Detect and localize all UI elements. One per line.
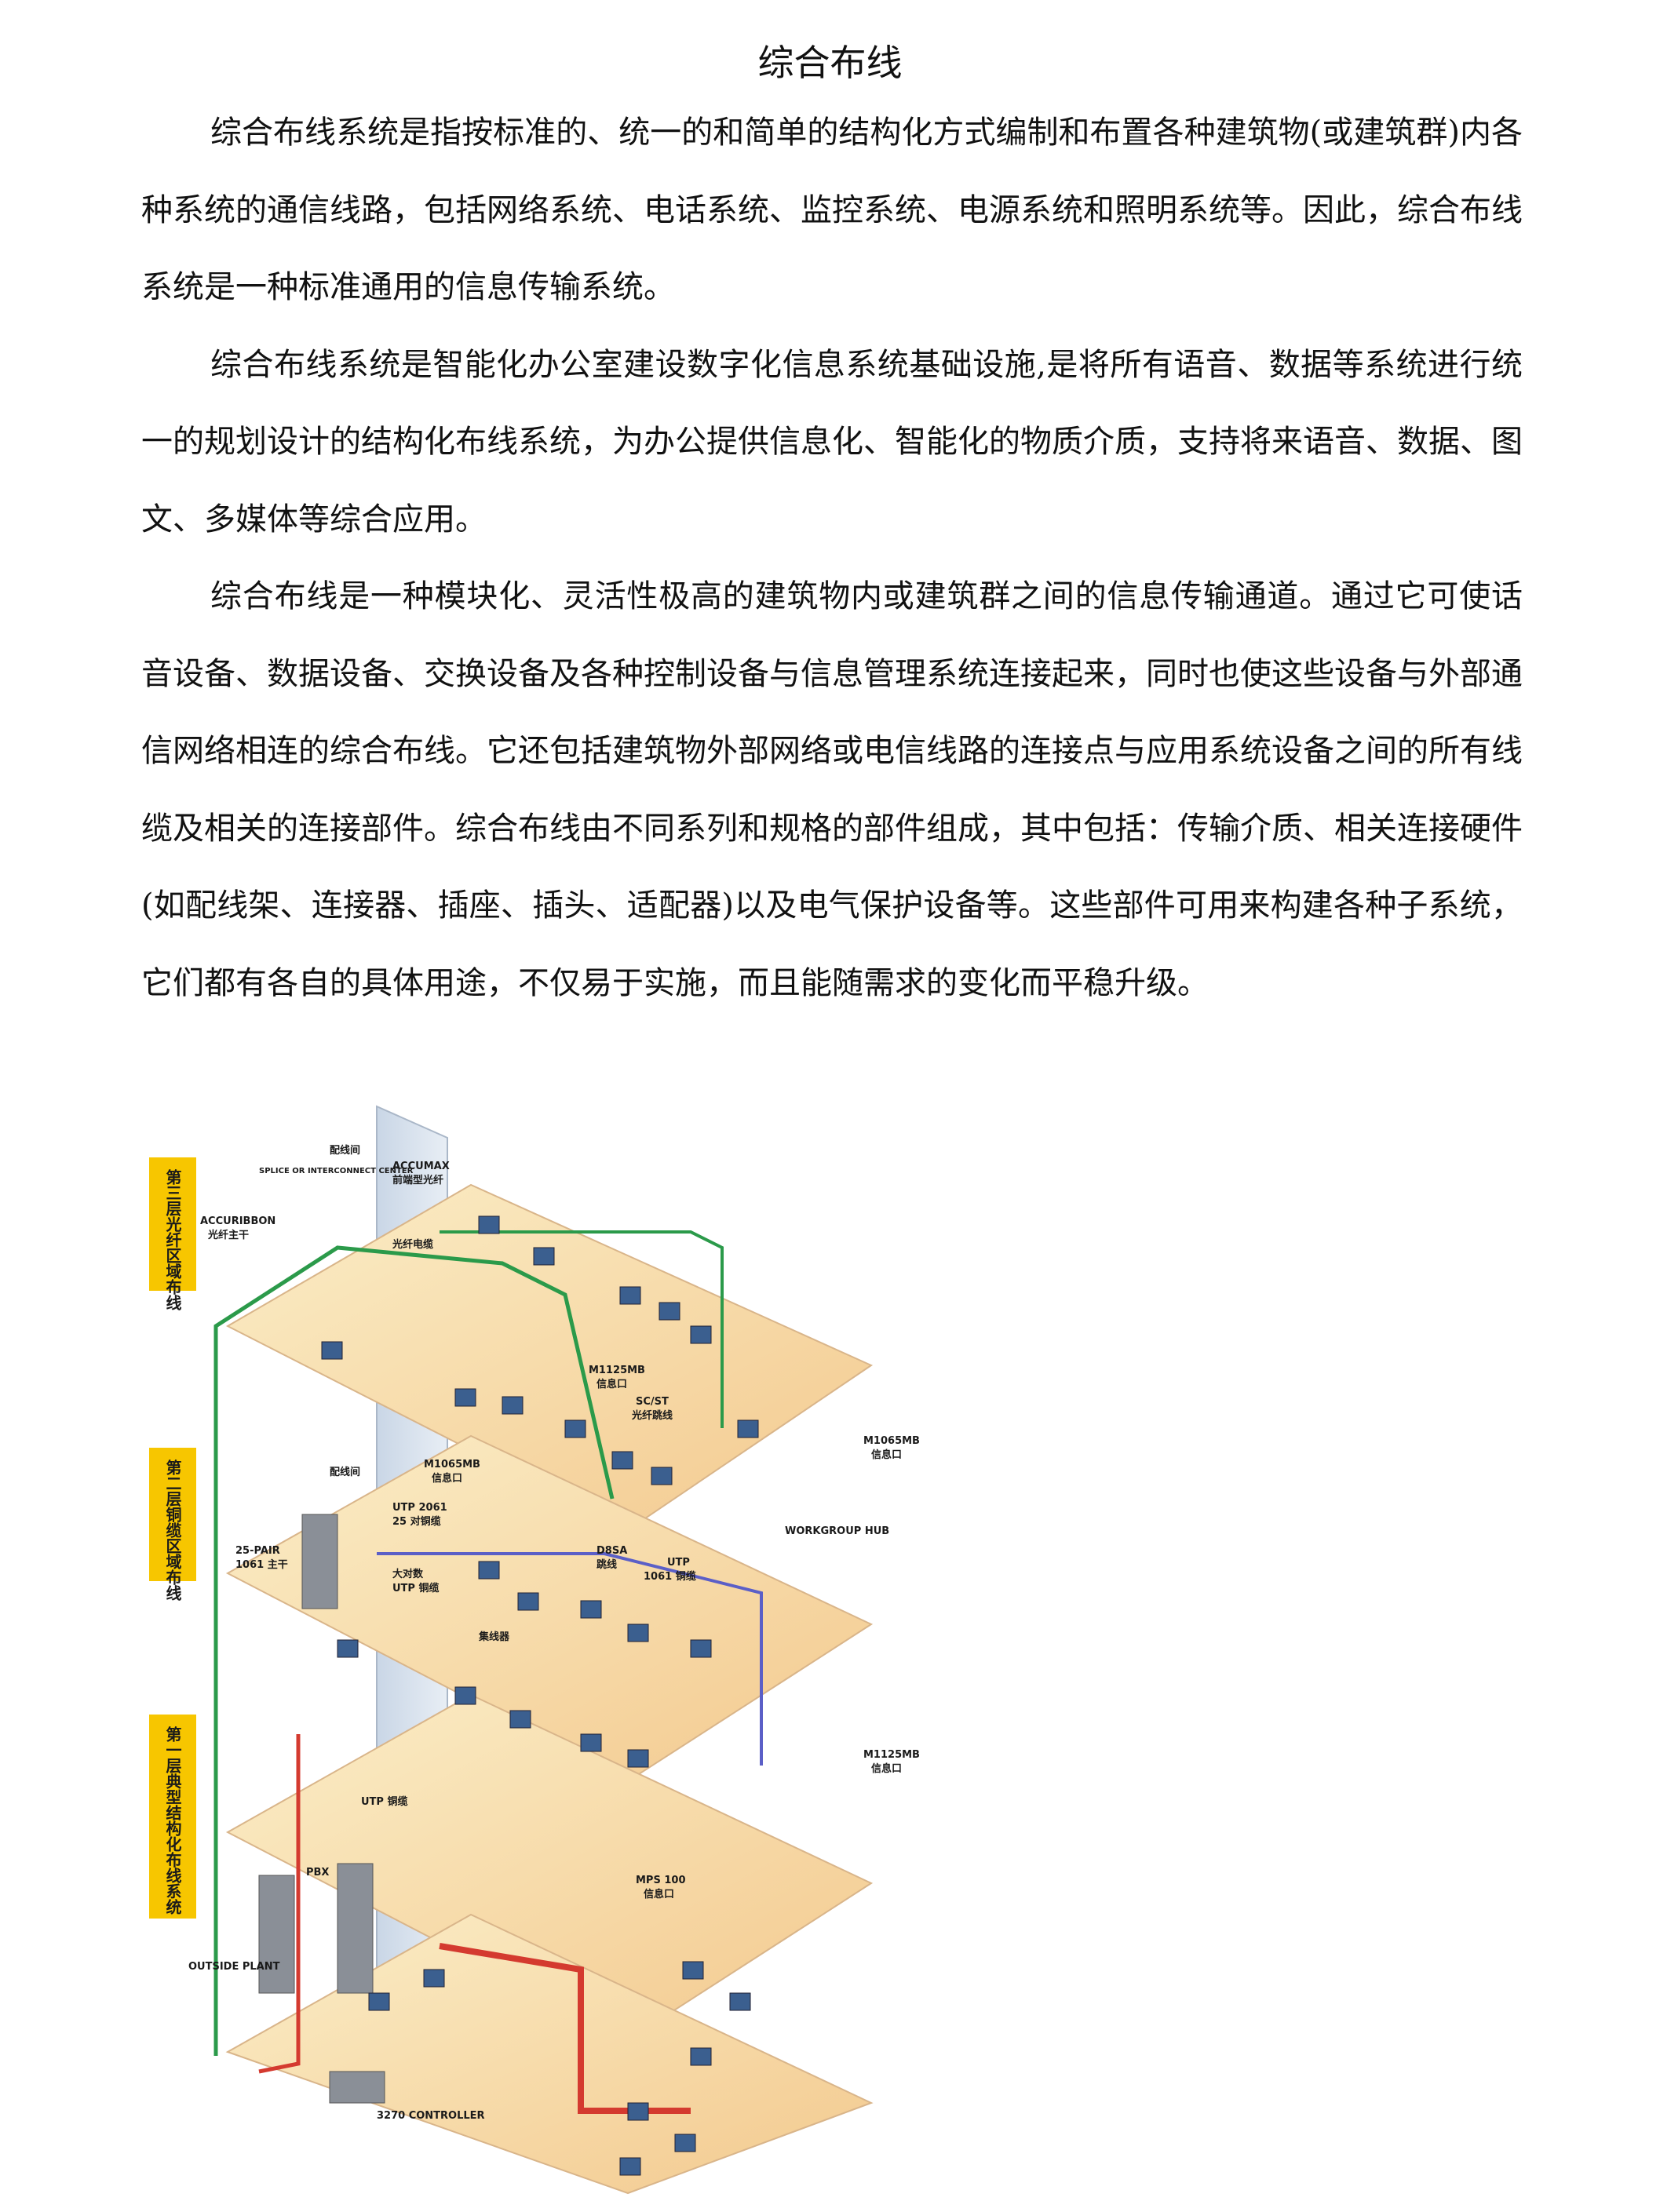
label-outside-plant: OUTSIDE PLANT bbox=[188, 1961, 280, 1973]
label-info-outlet-1: 信息口 bbox=[597, 1378, 627, 1390]
label-controller: 3270 CONTROLLER bbox=[377, 2110, 485, 2122]
copper-backbone-line bbox=[258, 1734, 301, 2074]
label-25-pair-cn: 1061 主干 bbox=[235, 1558, 288, 1571]
rack-floor2 bbox=[301, 1514, 338, 1609]
label-info-outlet-4: 信息口 bbox=[871, 1762, 902, 1775]
workstations-floor3 bbox=[321, 1215, 759, 1485]
label-info-outlet-3: 信息口 bbox=[871, 1449, 902, 1461]
document-title: 综合布线 bbox=[757, 42, 903, 84]
label-fiber-cable: 光纤电缆 bbox=[392, 1238, 433, 1251]
rack-main bbox=[337, 1863, 374, 1994]
label-utp1061-cn: 1061 铜缆 bbox=[644, 1570, 696, 1583]
label-scst-cn: 光纤跳线 bbox=[631, 1409, 673, 1422]
cabling-diagram: 第三层光纤区域布线 第二层铜缆区域布线 第一层典型结构化布线系统 bbox=[149, 1105, 920, 2195]
label-25-pair: 25-PAIR bbox=[235, 1545, 280, 1557]
label-d8sa-cn: 跳线 bbox=[597, 1558, 617, 1571]
label-big-pair-cn: UTP 铜缆 bbox=[392, 1582, 439, 1594]
label-peixianjian-mid: 配线间 bbox=[330, 1466, 360, 1478]
label-utp1061: UTP bbox=[667, 1557, 690, 1569]
label-utp2061: UTP 2061 bbox=[392, 1502, 447, 1514]
label-accuribbon-cn: 光纤主干 bbox=[207, 1229, 249, 1241]
label-hub: 集线器 bbox=[478, 1631, 510, 1643]
side-label-first: 第一层典型结构化布线系统 bbox=[163, 1726, 182, 1915]
label-accuribbon: ACCURIBBON bbox=[200, 1215, 275, 1227]
label-utp2061-cn: 25 对铜缆 bbox=[392, 1515, 441, 1528]
label-peixianjian-top: 配线间 bbox=[330, 1144, 360, 1157]
floor-ground bbox=[225, 1913, 874, 2195]
utp-floor-line bbox=[377, 1552, 763, 1766]
paragraph: 综合布线系统是指按标准的、统一的和简单的结构化方式编制和布置各种建筑物(或建筑群… bbox=[141, 115, 1523, 305]
side-label-third: 第三层光纤区域布线 bbox=[163, 1168, 182, 1310]
fiber-backbone-line bbox=[213, 1245, 615, 2056]
label-scst: SC/ST bbox=[636, 1396, 669, 1408]
label-accumax: ACCUMAX bbox=[392, 1161, 450, 1172]
label-info-outlet-2: 信息口 bbox=[432, 1472, 462, 1485]
workstations-ground bbox=[368, 1961, 751, 2176]
label-big-pair: 大对数 bbox=[392, 1568, 424, 1580]
body-text: 综合布线系统是指按标准的、统一的和简单的结构化方式编制和布置各种建筑物(或建筑群… bbox=[141, 94, 1523, 1022]
label-m1125mb-mid: M1125MB bbox=[863, 1749, 920, 1761]
label-m1125mb-top: M1125MB bbox=[589, 1365, 645, 1376]
label-d8sa: D8SA bbox=[597, 1545, 627, 1557]
controller-box bbox=[329, 2071, 385, 2104]
paragraph: 综合布线系统是智能化办公室建设数字化信息系统基础设施,是将所有语音、数据等系统进… bbox=[141, 346, 1523, 538]
side-label-second: 第二层铜缆区域布线 bbox=[163, 1459, 182, 1601]
label-splice-center: SPLICE OR INTERCONNECT CENTER bbox=[259, 1167, 414, 1175]
label-workgroup-hub: WORKGROUP HUB bbox=[785, 1525, 889, 1537]
label-m1065mb-left: M1065MB bbox=[424, 1459, 480, 1470]
floor2-label-bar bbox=[149, 1448, 196, 1581]
label-m1065mb-right: M1065MB bbox=[863, 1435, 920, 1447]
label-utp-copper: UTP 铜缆 bbox=[361, 1795, 407, 1808]
paragraph: 综合布线是一种模块化、灵活性极高的建筑物内或建筑群之间的信息传输通道。通过它可使… bbox=[141, 578, 1523, 1001]
label-mps100: MPS 100 bbox=[636, 1875, 686, 1886]
floor3-label-bar bbox=[149, 1157, 196, 1291]
label-pbx: PBX bbox=[306, 1867, 329, 1879]
rack-pbx bbox=[258, 1875, 295, 1994]
fiber-floor-line bbox=[440, 1230, 724, 1428]
label-info-outlet-5: 信息口 bbox=[644, 1888, 674, 1900]
floor1-label-bar bbox=[149, 1715, 196, 1919]
label-accumax-cn: 前端型光纤 bbox=[392, 1174, 443, 1186]
workstations-floor2 bbox=[337, 1561, 712, 1768]
cabling-diagram-figure: 第三层光纤区域布线 第二层铜缆区域布线 第一层典型结构化布线系统 bbox=[141, 1091, 958, 2197]
